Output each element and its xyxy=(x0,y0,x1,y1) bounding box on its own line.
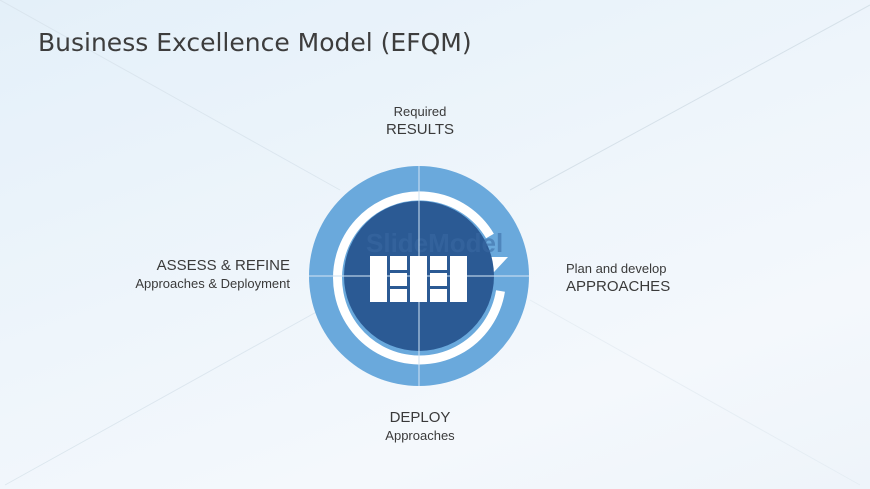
efqm-grid-icon xyxy=(370,256,467,302)
quadrant-label-results: Required RESULTS xyxy=(320,103,520,139)
results-subtitle: Required xyxy=(393,104,447,119)
quadrant-label-assess-refine: ASSESS & REFINE Approaches & Deployment xyxy=(90,257,290,293)
approaches-title: APPROACHES xyxy=(566,278,671,295)
deploy-title: DEPLOY xyxy=(389,409,451,426)
quadrant-label-deploy: DEPLOY Approaches xyxy=(320,409,520,445)
watermark-text: SlideModel xyxy=(366,228,503,258)
quadrant-label-approaches: Plan and develop APPROACHES xyxy=(566,260,706,296)
approaches-subtitle: Plan and develop xyxy=(566,261,667,276)
slide-title: Business Excellence Model (EFQM) xyxy=(38,28,472,57)
assess-refine-subtitle: Approaches & Deployment xyxy=(135,276,290,291)
results-title: RESULTS xyxy=(385,121,455,138)
assess-refine-title: ASSESS & REFINE xyxy=(156,257,290,274)
deploy-subtitle: Approaches xyxy=(385,428,455,443)
